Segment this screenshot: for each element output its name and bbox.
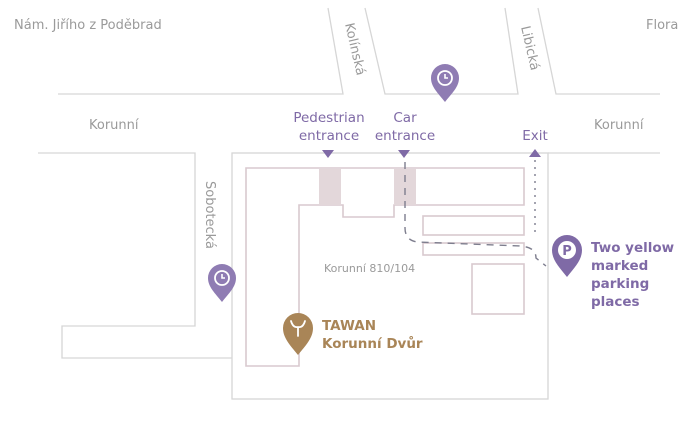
pedestrian-entrance-arrow-icon bbox=[322, 150, 334, 158]
tawan-pin-icon[interactable] bbox=[283, 313, 313, 355]
parking-label-line3: parking bbox=[591, 276, 649, 292]
building-annex-3 bbox=[471, 263, 525, 315]
parking-pin-icon[interactable]: P bbox=[552, 235, 582, 277]
street-kolinska: Kolínská bbox=[341, 22, 368, 77]
parking-letter: P bbox=[562, 244, 572, 259]
car-label-line1: Car bbox=[393, 110, 417, 126]
street-sobotecka: Sobotecká bbox=[202, 181, 217, 249]
pedestrian-entrance-area bbox=[319, 169, 341, 205]
street-korunni-left: Korunní bbox=[89, 118, 139, 133]
address-label: Korunní 810/104 bbox=[324, 262, 415, 275]
car-route bbox=[404, 162, 547, 267]
street-korunni-right: Korunní bbox=[594, 118, 644, 133]
tawan-label-line2: Korunní Dvůr bbox=[322, 335, 423, 352]
clock-pin-left-icon[interactable] bbox=[208, 264, 236, 302]
car-entrance-arrow-icon bbox=[398, 150, 410, 158]
building-annex-2 bbox=[422, 242, 525, 256]
tawan-label-line1: TAWAN bbox=[322, 318, 376, 334]
city-block bbox=[231, 152, 549, 400]
building-annex-1 bbox=[422, 215, 525, 236]
road-libicka-right-edge bbox=[537, 7, 660, 95]
street-nam-jiriho: Nám. Jiřího z Poděbrad bbox=[14, 18, 162, 33]
parking-label-line2: marked bbox=[591, 258, 648, 274]
exit-arrow-icon bbox=[529, 149, 541, 157]
exit-label: Exit bbox=[522, 128, 548, 144]
pedestrian-label-line2: entrance bbox=[299, 128, 359, 144]
road-outlines bbox=[38, 7, 660, 359]
parking-label-line4: places bbox=[591, 294, 640, 310]
building-outline bbox=[245, 167, 525, 367]
car-entrance-area bbox=[394, 169, 416, 205]
parking-label-line1: Two yellow bbox=[591, 240, 674, 256]
pedestrian-label-line1: Pedestrian bbox=[293, 110, 364, 126]
road-sobotecka-left-edge bbox=[38, 152, 232, 359]
street-libicka: Libická bbox=[517, 25, 542, 72]
street-flora: Flora bbox=[646, 18, 678, 33]
clock-pin-top-icon[interactable] bbox=[431, 64, 459, 102]
car-label-line2: entrance bbox=[375, 128, 435, 144]
road-kolinska-left-edge bbox=[58, 7, 344, 95]
building-main bbox=[245, 167, 525, 367]
